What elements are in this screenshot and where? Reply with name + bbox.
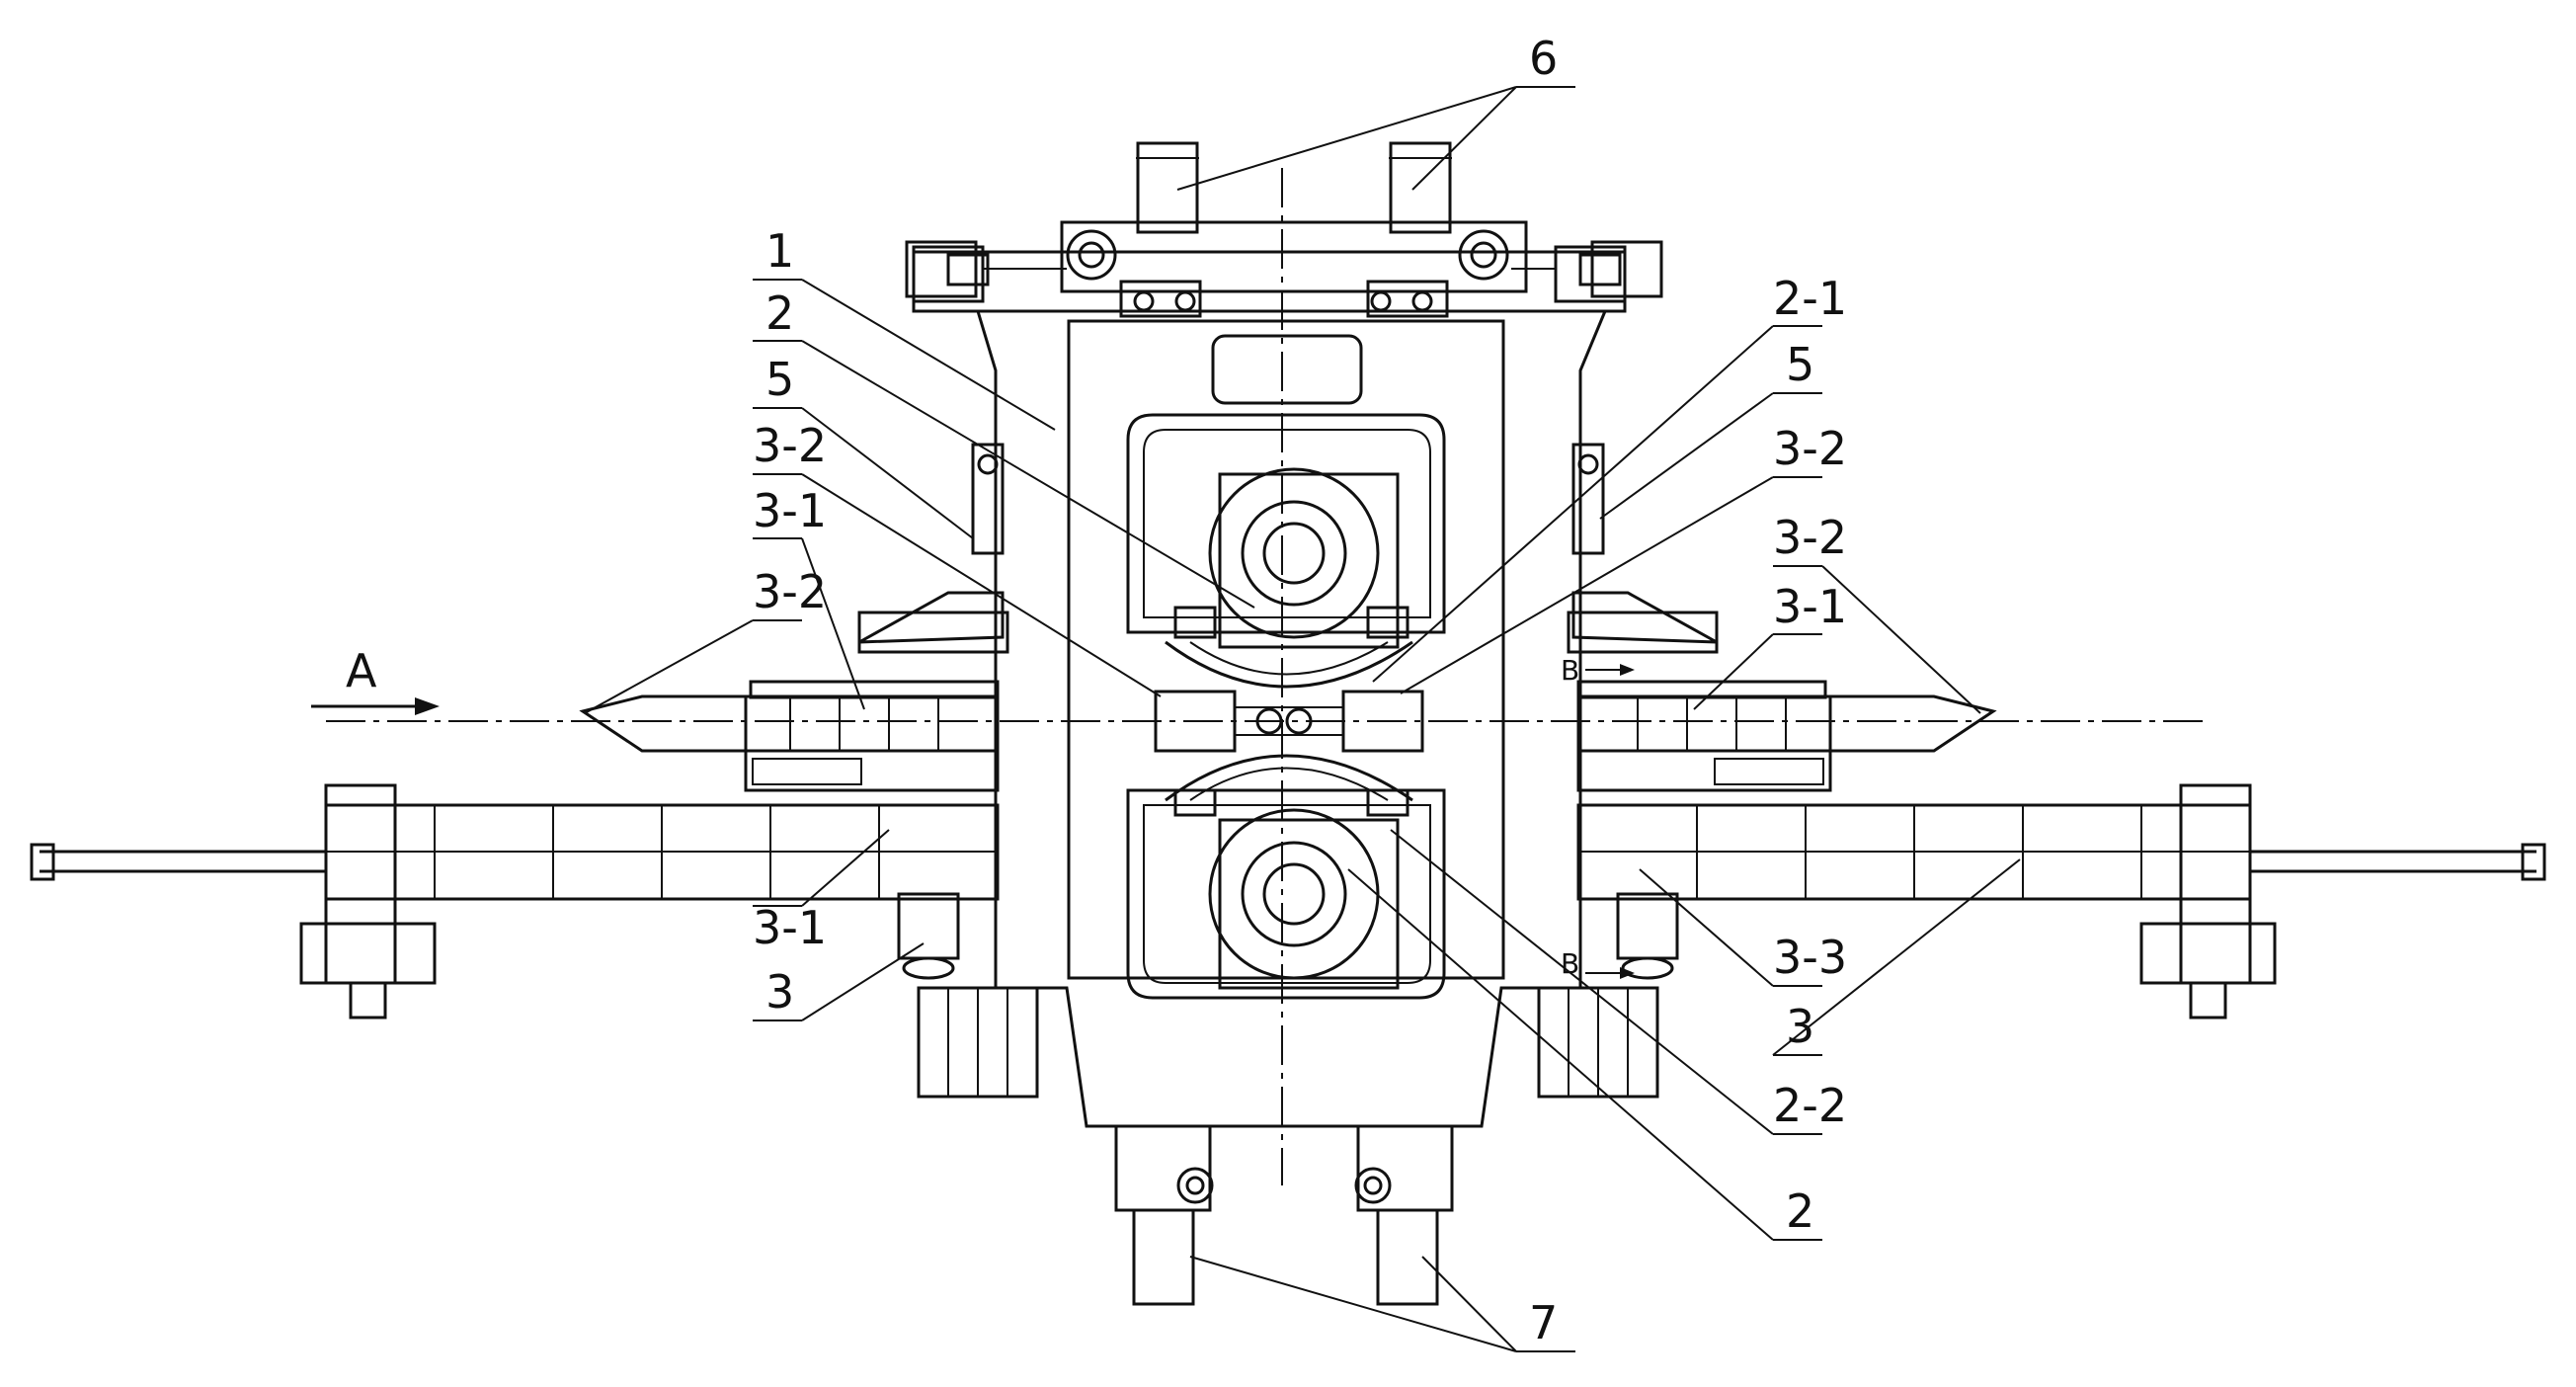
bottom-cylinders xyxy=(1116,1126,1452,1304)
view-a-label: A xyxy=(346,644,377,697)
section-marks-b: B B xyxy=(1561,654,1635,980)
callout-3-2-right-a: 3-2 xyxy=(1773,422,1847,475)
callout-2-bottom: 2 xyxy=(1786,1184,1814,1238)
callout-2-2: 2-2 xyxy=(1773,1079,1847,1132)
callout-3-1-left-b: 3-1 xyxy=(753,901,827,954)
callout-3-right: 3 xyxy=(1786,1000,1814,1053)
callout-2-1: 2-1 xyxy=(1773,272,1847,325)
callout-5-left: 5 xyxy=(765,353,794,406)
callout-3-1-right: 3-1 xyxy=(1773,580,1847,633)
callout-3-left: 3 xyxy=(765,965,794,1019)
callout-labels: 6 1 2 5 3-2 3-1 3-2 3-1 3 2-1 5 3-2 3-2 … xyxy=(753,32,1847,1349)
callout-3-2-left-b: 3-2 xyxy=(753,565,827,618)
top-crossbeam xyxy=(914,222,1625,316)
callout-7: 7 xyxy=(1529,1296,1558,1349)
callout-3-2-right-b: 3-2 xyxy=(1773,511,1847,564)
right-side-units xyxy=(1539,242,2544,1097)
section-b-bottom-label: B xyxy=(1561,947,1579,980)
section-b-top-label: B xyxy=(1561,654,1579,687)
callout-1: 1 xyxy=(765,224,794,278)
callout-6: 6 xyxy=(1529,32,1558,85)
left-side-units xyxy=(32,242,1037,1097)
callout-3-2-left-a: 3-2 xyxy=(753,419,827,472)
callout-3-1-left-a: 3-1 xyxy=(753,484,827,537)
view-arrow-a: A xyxy=(311,644,440,715)
callout-3-3: 3-3 xyxy=(1773,931,1847,984)
housing xyxy=(978,311,1605,1126)
callout-5-right: 5 xyxy=(1786,338,1814,391)
callout-2-top: 2 xyxy=(765,286,794,340)
